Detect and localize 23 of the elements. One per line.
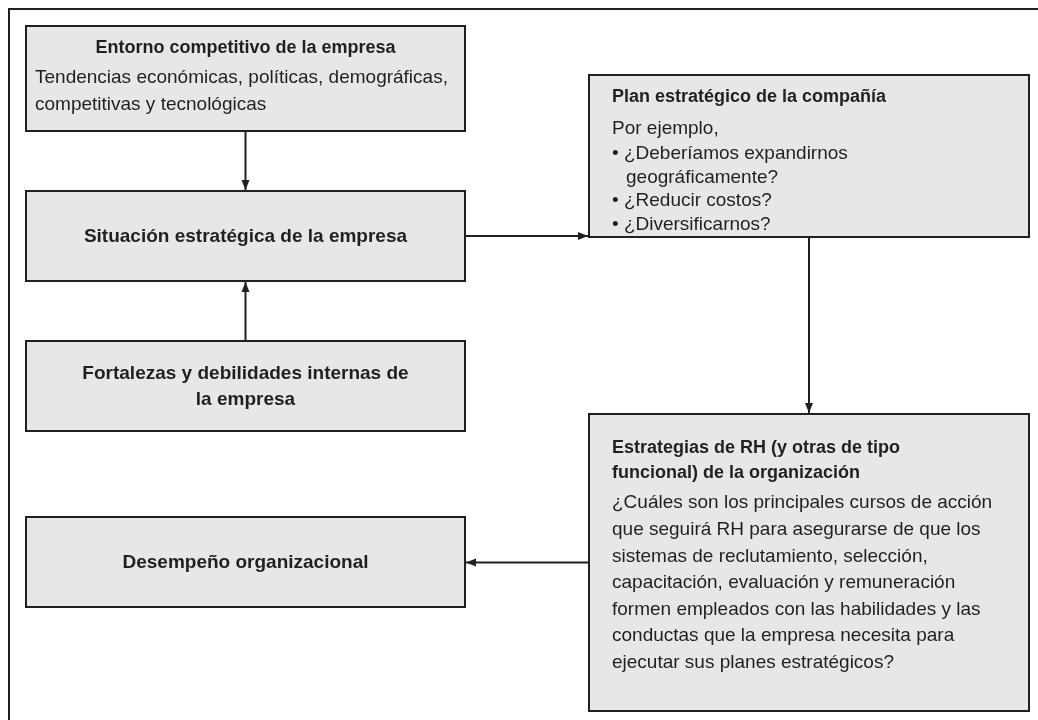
box-title: Entorno competitivo de la empresa [95,36,396,59]
process-box [25,516,466,608]
box-title: Estrategias de RH (y otras de tipo funcional) de la organización [612,436,902,485]
box-text: ¿Cuáles son los principales cursos de acción que seguirá RH para asegurarse de que los sistemas de reclutamiento, selección, capacitación, evaluación y remuneración formen empleados con las habilidades y las conductas que la empresa necesita para ejecutar sus planes estratégicos? [612,490,994,674]
box-text: Por ejemplo, [612,116,720,141]
process-box [588,74,1030,238]
box-text: Tendencias económicas, políticas, demográficas, competitivas y tecnológicas [35,65,449,116]
arrow [465,558,589,567]
box-title: Fortalezas y debilidades internas de la empresa [81,361,410,411]
arrow [241,281,250,341]
bullet-item: • ¿Reducir costos? [612,188,773,213]
process-box [25,190,466,282]
box-title: Plan estratégico de la compañía [612,85,888,108]
process-box [25,340,466,432]
bullet-item: • ¿Diversificarnos? [612,212,772,236]
process-box [25,25,466,132]
box-title: Desempeño organizacional [122,550,369,575]
bullet-item: • ¿Deberíamos expandirnos geográficamente? [612,141,849,189]
arrow [241,131,250,191]
arrow [465,232,589,240]
process-box [588,413,1030,712]
box-title: Situación estratégica de la empresa [83,224,408,249]
arrow [805,237,813,414]
